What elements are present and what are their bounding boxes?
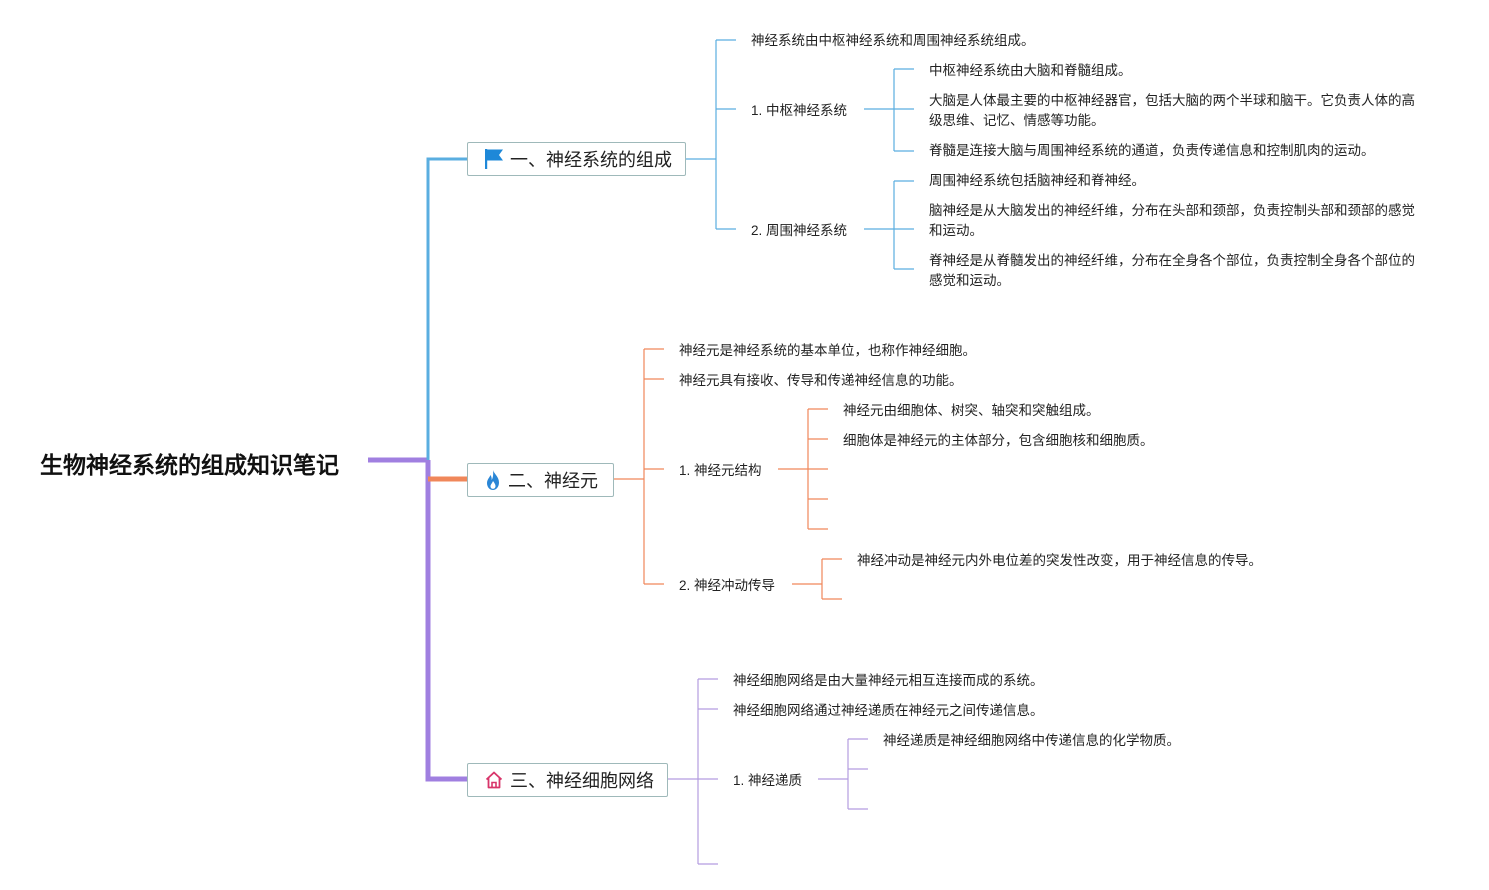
- branch1-note-1[interactable]: 神经系统由中枢神经系统和周围神经系统组成。: [751, 33, 1035, 48]
- flag-icon: [485, 149, 503, 169]
- branch3-sub1-label[interactable]: 1. 神经递质: [733, 773, 803, 788]
- branch2-sub2-label[interactable]: 2. 神经冲动传导: [679, 578, 776, 593]
- branch1-sub1-item-2[interactable]: 大脑是人体最主要的中枢神经器官，包括大脑的两个半球和脑干。它负责人体的高级思维、…: [929, 93, 1415, 128]
- branch1-sub2-item-3[interactable]: 脊神经是从脊髓发出的神经纤维，分布在全身各个部位，负责控制全身各个部位的感觉和运…: [929, 253, 1415, 288]
- branch2-sub1-item-2[interactable]: 细胞体是神经元的主体部分，包含细胞核和细胞质。: [843, 433, 1154, 448]
- branch3-connector: [425, 460, 467, 782]
- branch1-label: 一、神经系统的组成: [510, 150, 672, 170]
- branch3-sub1-item-1[interactable]: 神经递质是神经细胞网络中传递信息的化学物质。: [883, 733, 1180, 748]
- branch3-note-1[interactable]: 神经细胞网络是由大量神经元相互连接而成的系统。: [733, 673, 1044, 688]
- fire-icon: [487, 470, 499, 490]
- branch2-label: 二、神经元: [508, 471, 598, 491]
- branch3-note-2[interactable]: 神经细胞网络通过神经递质在神经元之间传递信息。: [733, 703, 1044, 718]
- branch1-sub2-item-2[interactable]: 脑神经是从大脑发出的神经纤维，分布在头部和颈部，负责控制头部和颈部的感觉和运动。: [929, 203, 1415, 238]
- branch1-tree: [686, 39, 914, 270]
- branch2-note-2[interactable]: 神经元具有接收、传导和传递神经信息的功能。: [679, 373, 963, 388]
- branch1-sub2-item-1[interactable]: 周围神经系统包括脑神经和脊神经。: [929, 173, 1145, 188]
- branch2-note-1[interactable]: 神经元是神经系统的基本单位，也称作神经细胞。: [679, 343, 976, 358]
- branch3-label: 三、神经细胞网络: [510, 771, 654, 791]
- branch1-connector: [426, 157, 467, 460]
- branch3-tree: [668, 678, 868, 865]
- branch1-sub1-item-1[interactable]: 中枢神经系统由大脑和脊髓组成。: [929, 63, 1132, 78]
- branch2-sub2-item-1[interactable]: 神经冲动是神经元内外电位差的突发性改变，用于神经信息的传导。: [857, 553, 1262, 568]
- branch2-sub1-item-1[interactable]: 神经元由细胞体、树突、轴突和突触组成。: [843, 403, 1100, 418]
- branch1-sub2-label[interactable]: 2. 周围神经系统: [751, 223, 848, 238]
- branch2-topic[interactable]: 二、神经元: [467, 463, 614, 497]
- root-title[interactable]: 生物神经系统的组成知识笔记: [40, 452, 339, 478]
- branch3-topic[interactable]: 三、神经细胞网络: [467, 763, 668, 797]
- branch1-topic[interactable]: 一、神经系统的组成: [467, 142, 686, 176]
- branch1-sub1-label[interactable]: 1. 中枢神经系统: [751, 103, 848, 118]
- house-icon: [485, 771, 503, 789]
- branch2-sub1-label[interactable]: 1. 神经元结构: [679, 463, 762, 478]
- branch2-tree: [614, 348, 842, 600]
- branch1-sub1-item-3[interactable]: 脊髓是连接大脑与周围神经系统的通道，负责传递信息和控制肌肉的运动。: [929, 143, 1375, 158]
